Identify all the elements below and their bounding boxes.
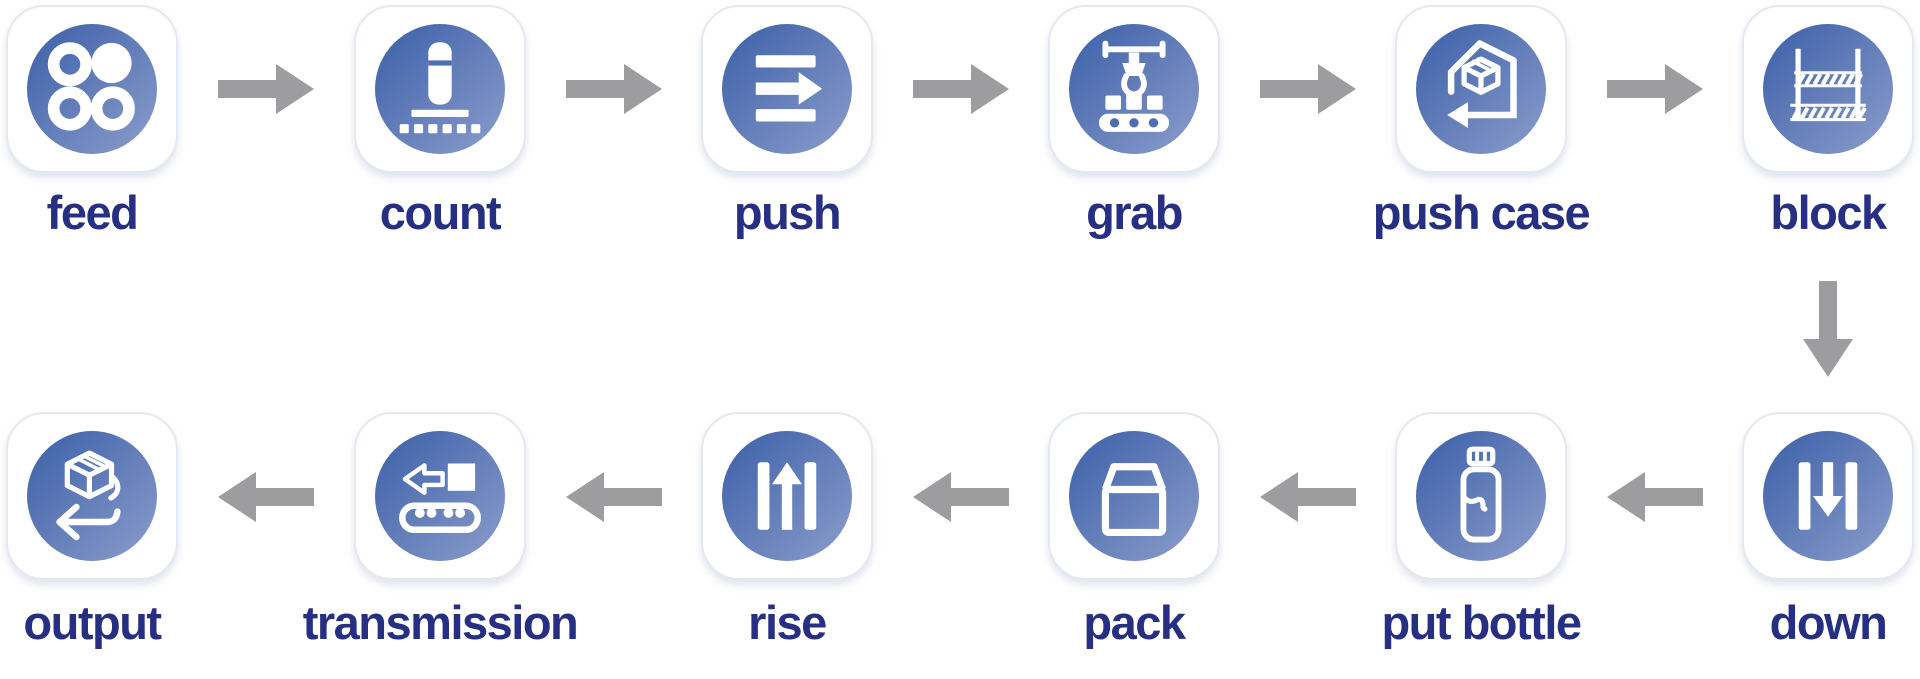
transmission-icon	[375, 431, 505, 561]
flow-step-tile	[1742, 412, 1914, 580]
flow-step-tile	[1048, 412, 1220, 580]
flow-step-pack: pack	[1048, 412, 1220, 672]
rise-icon	[722, 431, 852, 561]
flow-step-label: count	[379, 186, 502, 239]
put-bottle-icon	[1416, 431, 1546, 561]
flow-step-tile	[701, 412, 873, 580]
flow-arrow-left-icon	[566, 472, 662, 522]
flow-arrow-right-icon	[218, 64, 314, 114]
flow-step-tile	[1395, 5, 1567, 173]
flow-step-label: transmission	[302, 596, 579, 649]
flow-step-put-bottle: put bottle	[1381, 412, 1582, 672]
flow-step-label: pack	[1083, 596, 1186, 649]
flow-step-label: feed	[46, 186, 139, 239]
flow-step-push-case: push case	[1373, 5, 1591, 265]
flow-step-label: down	[1769, 596, 1888, 649]
flow-arrow-right-icon	[913, 64, 1009, 114]
flow-step-tile	[1395, 412, 1567, 580]
flow-arrow-right-icon	[1260, 64, 1356, 114]
flow-arrow-right-icon	[1607, 64, 1703, 114]
flow-step-tile	[354, 5, 526, 173]
flow-step-down: down	[1742, 412, 1914, 672]
flow-step-tile	[1742, 5, 1914, 173]
count-icon	[375, 24, 505, 154]
flow-step-label: grab	[1086, 186, 1183, 239]
flow-step-tile	[6, 5, 178, 173]
block-icon	[1763, 24, 1893, 154]
flow-arrow-left-icon	[218, 472, 314, 522]
flow-step-label: push	[733, 186, 842, 239]
grab-icon	[1069, 24, 1199, 154]
flow-step-tile	[6, 412, 178, 580]
flow-step-label: put bottle	[1381, 596, 1582, 649]
flow-step-rise: rise	[701, 412, 873, 672]
flow-step-tile	[1048, 5, 1220, 173]
flow-step-grab: grab	[1048, 5, 1220, 265]
flow-arrow-left-icon	[1607, 472, 1703, 522]
feed-icon	[27, 24, 157, 154]
flow-arrow-right-icon	[566, 64, 662, 114]
flow-arrow-down-icon	[1803, 281, 1853, 377]
flow-step-label: block	[1770, 186, 1887, 239]
down-icon	[1763, 431, 1893, 561]
push-case-icon	[1416, 24, 1546, 154]
flow-step-output: output	[6, 412, 178, 672]
flow-step-feed: feed	[6, 5, 178, 265]
pack-icon	[1069, 431, 1199, 561]
flow-arrow-left-icon	[1260, 472, 1356, 522]
flow-step-block: block	[1742, 5, 1914, 265]
flow-step-label: output	[23, 596, 162, 649]
flow-step-push: push	[701, 5, 873, 265]
push-icon	[722, 24, 852, 154]
flow-arrow-left-icon	[913, 472, 1009, 522]
output-icon	[27, 431, 157, 561]
flow-step-label: push case	[1372, 186, 1591, 239]
flow-step-count: count	[354, 5, 526, 265]
flow-step-tile	[701, 5, 873, 173]
flow-step-label: rise	[748, 596, 827, 649]
flow-step-tile	[354, 412, 526, 580]
flow-step-transmission: transmission	[303, 412, 579, 672]
